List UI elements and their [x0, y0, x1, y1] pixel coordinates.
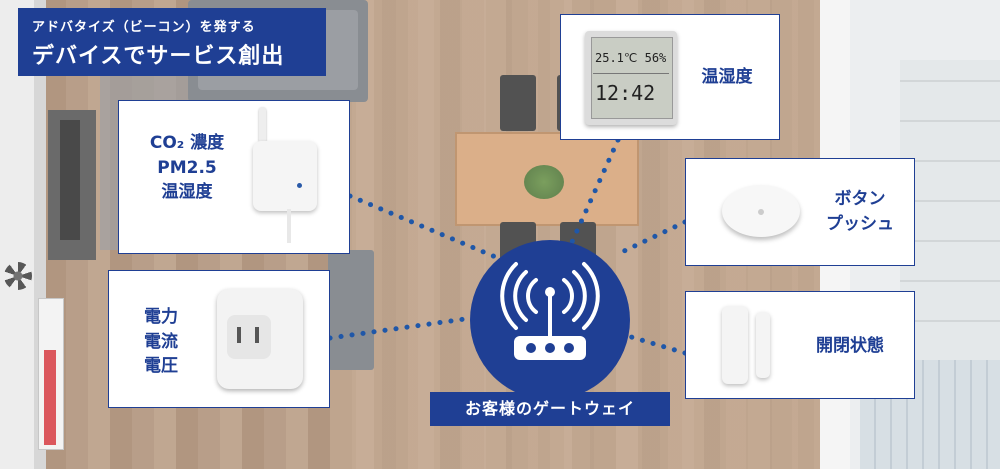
voltage-label: 電圧	[144, 356, 178, 377]
card-thermo-hygrometer: 25.1℃ 56% 12:42 温湿度	[560, 14, 780, 140]
gateway-caption: お客様のゲートウェイ	[430, 392, 670, 426]
smart-plug-socket-icon	[227, 315, 271, 359]
push-button-labels: ボタン プッシュ	[812, 187, 908, 236]
router-light-icon	[545, 343, 555, 353]
router-light-icon	[526, 343, 536, 353]
thermometer-lcd	[591, 37, 673, 119]
smart-plug-slot-icon	[255, 327, 259, 343]
lcd-clock: 12:42	[595, 81, 656, 105]
pm25-label: PM2.5	[157, 157, 217, 178]
card-power-meter: 電力 電流 電圧	[108, 270, 330, 408]
push-label: プッシュ	[826, 213, 894, 234]
door-sensor-body-icon	[722, 306, 748, 384]
push-button-dot-icon	[758, 209, 764, 215]
room-shelf	[900, 60, 1000, 360]
lcd-divider	[593, 73, 669, 74]
co2-sensor-labels: CO₂ 濃度 PM2.5 温湿度	[129, 131, 245, 205]
room-plant	[524, 165, 564, 199]
room-chair	[500, 75, 536, 131]
room-side-plant-icon	[4, 262, 32, 290]
co2-sensor-cable-icon	[287, 209, 291, 243]
title-heading: デバイスでサービス創出	[32, 44, 285, 69]
power-meter-labels: 電力 電流 電圧	[129, 305, 193, 379]
door-sensor-magnet-icon	[756, 312, 770, 378]
link-door-to-gateway	[625, 333, 688, 356]
router-body-icon	[514, 336, 586, 360]
button-label: ボタン	[834, 189, 886, 209]
room-tv	[60, 120, 80, 240]
router-light-icon	[564, 343, 574, 353]
room-sofa-lower	[328, 250, 374, 370]
room-door-panel	[44, 350, 56, 445]
link-power-to-gateway	[327, 315, 475, 341]
lcd-temp-humidity: 25.1℃ 56%	[595, 51, 667, 65]
thermo-label: 温湿度	[701, 67, 753, 87]
co2-sensor-antenna-icon	[259, 107, 266, 143]
co2-label: CO₂ 濃度	[149, 133, 225, 153]
smart-plug-slot-icon	[237, 327, 241, 343]
link-button-to-gateway	[619, 219, 688, 255]
co2-sensor-led-icon	[297, 183, 302, 188]
title-banner: アドバタイズ（ビーコン）を発する デバイスでサービス創出	[18, 8, 326, 76]
temp-humidity-label: 温湿度	[161, 182, 213, 203]
card-door-sensor: 開閉状態	[685, 291, 915, 399]
card-push-button: ボタン プッシュ	[685, 158, 915, 266]
card-co2-sensor: CO₂ 濃度 PM2.5 温湿度	[118, 100, 350, 254]
link-temp-to-gateway	[569, 137, 621, 245]
power-label: 電力	[144, 307, 178, 327]
wifi-router-icon	[500, 262, 600, 338]
title-subheading: アドバタイズ（ビーコン）を発する	[32, 20, 256, 35]
current-label: 電流	[144, 331, 178, 352]
room-wall-left	[0, 0, 34, 469]
door-state-label: 開閉状態	[816, 336, 884, 356]
link-co2-to-gateway	[347, 193, 501, 261]
co2-sensor-device-icon	[253, 141, 317, 211]
gateway-circle	[470, 240, 630, 400]
